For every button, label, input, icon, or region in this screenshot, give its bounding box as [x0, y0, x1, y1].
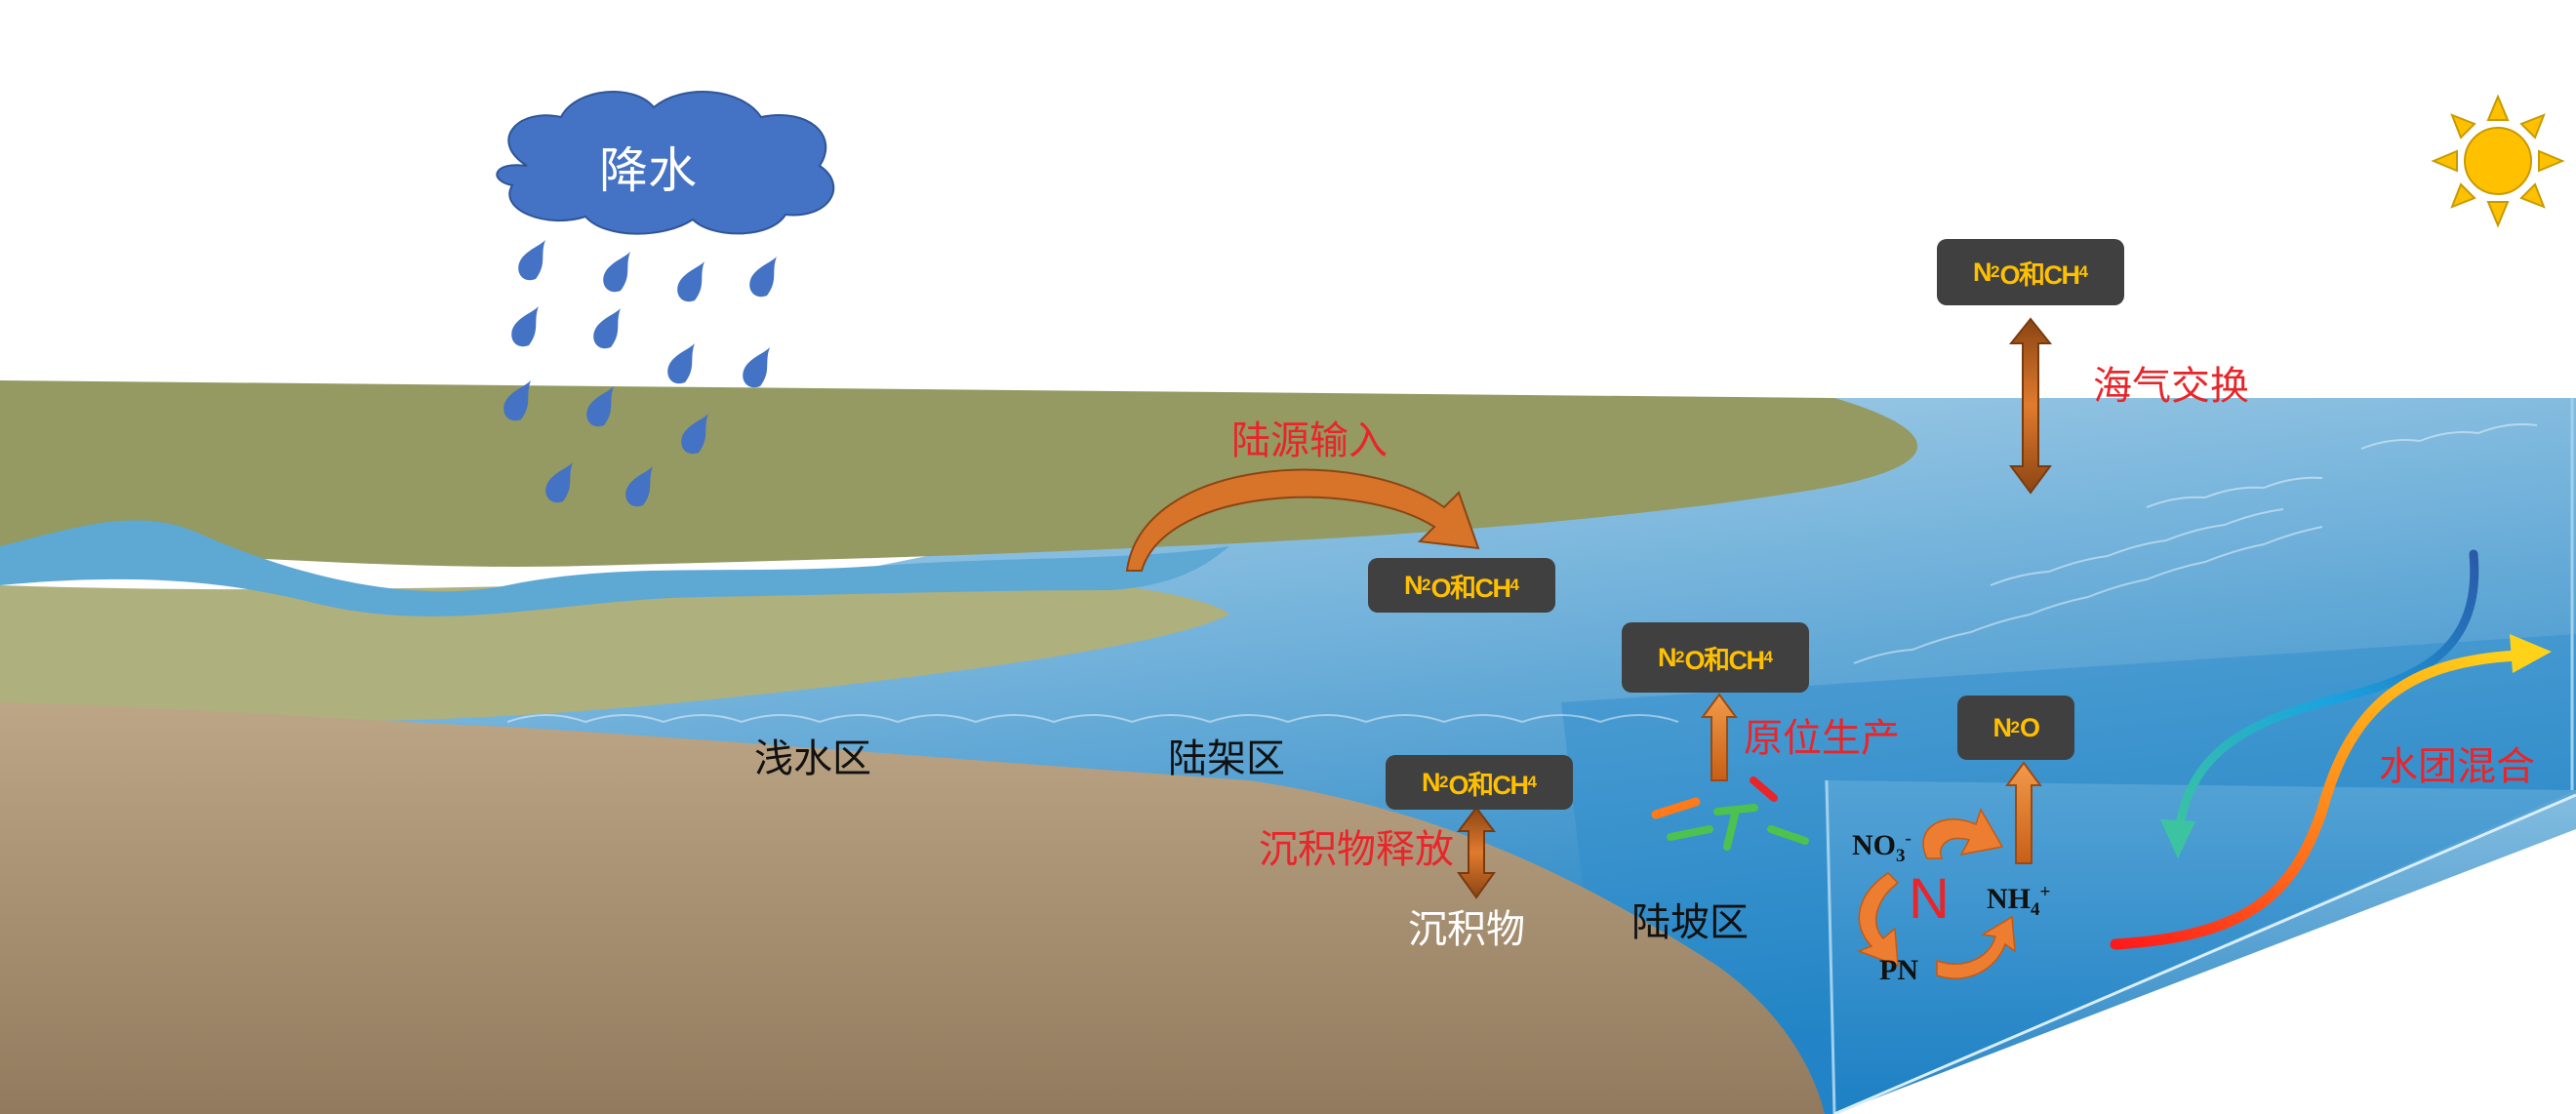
- slope-zone-label: 陆坡区: [1631, 900, 1749, 945]
- no3-label: NO3-: [1852, 829, 1912, 865]
- land-input-label: 陆源输入: [1231, 418, 1388, 463]
- nh4-n2o-up-arrow: [2005, 761, 2042, 864]
- rain-drop: [625, 466, 653, 507]
- cloud-label: 降水: [599, 142, 697, 199]
- box-sub: 4: [1527, 773, 1537, 791]
- rain-drop: [511, 306, 539, 347]
- mixing-warm-arrow: [2110, 650, 2523, 950]
- sediment-label: 沉积物: [1408, 907, 1525, 952]
- shallow-zone-label: 浅水区: [754, 736, 871, 781]
- box-text: N: [1422, 767, 1441, 797]
- chem-text: NH: [1987, 883, 2031, 915]
- box-text: O和CH: [1430, 573, 1512, 603]
- box-sub: 4: [1509, 576, 1519, 594]
- mixing-cool-arrowhead: [2160, 819, 2195, 858]
- mixing-cool-arrow: [2173, 549, 2479, 844]
- in-situ-up-arrow: [1701, 693, 1738, 781]
- rain-drop: [545, 462, 573, 503]
- rain-drop: [518, 240, 545, 281]
- river: [0, 520, 1229, 617]
- rain-drop: [603, 252, 630, 293]
- chem-sub: 3: [1896, 846, 1906, 866]
- n-cycle-center: N: [1909, 867, 1950, 931]
- box-sub: 4: [2078, 262, 2088, 281]
- sediment-layer: [0, 702, 1825, 1114]
- rain-drop: [503, 380, 531, 421]
- box-sub: 2: [1991, 262, 2000, 281]
- shelf-zone-label: 陆架区: [1168, 736, 1285, 781]
- land-input-arrow: [1125, 468, 1480, 572]
- box-sub: 2: [1422, 576, 1431, 594]
- nh4-label: NH4+: [1987, 883, 2050, 919]
- rain-drop: [681, 414, 708, 455]
- sun-icon: [2431, 94, 2565, 228]
- ocean-side-face: [1825, 780, 2576, 1114]
- n-cycle-arrows: [1856, 808, 2016, 979]
- box-sub: 2: [2010, 718, 2020, 736]
- water-mass-mixing-label: 水团混合: [2379, 744, 2535, 789]
- box-text: N: [1992, 712, 2013, 742]
- rain-drop: [743, 347, 770, 388]
- cloud-icon: [496, 91, 835, 235]
- ocean-bottom-edge: [1833, 793, 2576, 1114]
- rain-drop: [677, 261, 704, 302]
- sea-air-exchange-label: 海气交换: [2093, 364, 2249, 409]
- chem-sup: +: [2039, 882, 2051, 902]
- rain-drop: [586, 386, 614, 427]
- box-text: O和CH: [1448, 770, 1530, 800]
- rain-drops: [503, 240, 777, 507]
- ocean-deep-wedge: [1561, 634, 2576, 1114]
- box-text: N: [1404, 570, 1424, 600]
- microbes-icon: [1651, 776, 1809, 851]
- box-text: N: [1973, 257, 1992, 287]
- land-lower-lobe: [0, 575, 1229, 723]
- chem-sup: -: [1905, 828, 1912, 849]
- box-sub: 2: [1439, 773, 1449, 791]
- chem-sub: 4: [2031, 899, 2040, 920]
- sea-air-exchange-arrow: [2008, 317, 2053, 495]
- surface-waves: [506, 423, 2538, 724]
- in-situ-production-label: 原位生产: [1744, 716, 1900, 761]
- box-text: O: [2019, 712, 2040, 742]
- rain-drop: [593, 308, 621, 349]
- rain-drop: [749, 257, 777, 298]
- box-sub: 4: [1763, 648, 1773, 666]
- chem-text: NO: [1852, 829, 1896, 861]
- mixing-warm-arrowhead: [2510, 634, 2552, 673]
- sediment-release-arrow: [1457, 806, 1496, 899]
- box-text: O和CH: [1684, 645, 1766, 675]
- ocean-face-edge: [1825, 779, 1836, 1114]
- rain-drop: [667, 343, 695, 384]
- sediment-release-label: 沉积物释放: [1259, 827, 1454, 872]
- box-text: N: [1658, 642, 1677, 672]
- pn-label: PN: [1879, 954, 1918, 986]
- box-sub: 2: [1675, 648, 1685, 666]
- box-text: O和CH: [1999, 259, 2081, 290]
